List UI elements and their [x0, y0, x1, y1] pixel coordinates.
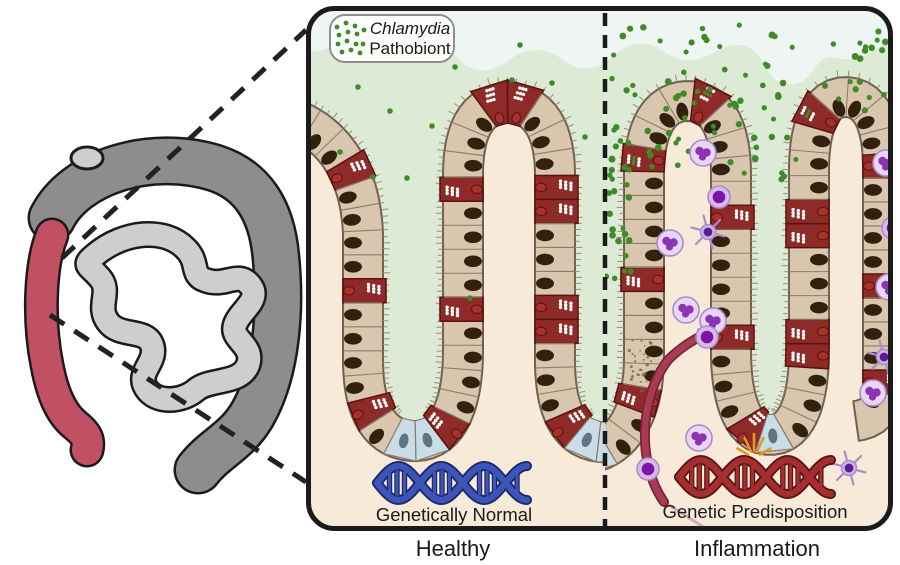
magnified-panel [306, 6, 893, 531]
legend-pathobiont-label: Pathobiont [369, 39, 451, 58]
mutation-spark-icon [736, 432, 772, 456]
chlamydia-dots-icon [334, 20, 367, 56]
dna-mutated-icon [674, 454, 836, 500]
caption-inflammation: Inflammation [694, 536, 820, 561]
legend-chlamydia-label: Chlamydia [370, 19, 450, 38]
intestine-illustration [23, 136, 303, 495]
zoom-callout-lines [48, 28, 308, 485]
dna-normal-icon [372, 460, 532, 506]
genetics-label-right: Genetic Predisposition [662, 501, 847, 522]
legend-box [329, 14, 455, 63]
healthy-panel [311, 11, 605, 526]
caption-healthy: Healthy [416, 536, 491, 561]
legend: Chlamydia Pathobiont [329, 14, 455, 63]
genetics-label-left: Genetically Normal [376, 504, 532, 525]
panel-border [306, 6, 893, 531]
